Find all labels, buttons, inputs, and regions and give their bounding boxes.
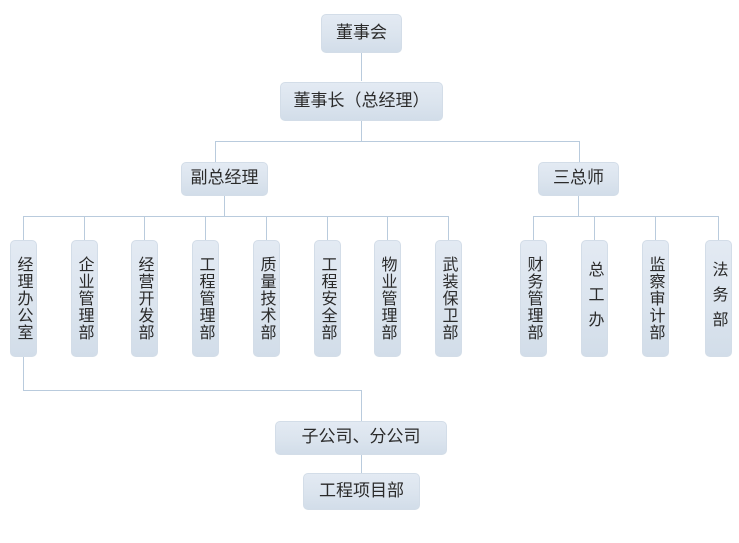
connector-dept-drop — [594, 216, 595, 240]
department-box[interactable]: 工程安全部 — [314, 240, 341, 357]
connector-dept-to-subsidiary-across — [23, 390, 361, 391]
node-chairman-label: 董事长（总经理） — [293, 90, 430, 111]
connector-to-three-chiefs — [579, 141, 580, 162]
node-subsidiaries[interactable]: 子公司、分公司 — [275, 421, 447, 455]
department-box[interactable]: 工程管理部 — [192, 240, 219, 357]
connector-level2-bar — [215, 141, 580, 142]
connector-board-to-chairman — [361, 53, 362, 81]
node-deputy-gm[interactable]: 副总经理 — [181, 162, 268, 196]
node-chairman[interactable]: 董事长（总经理） — [280, 82, 443, 121]
connector-dept-drop — [266, 216, 267, 240]
department-box[interactable]: 质量技术部 — [253, 240, 280, 357]
department-label: 经理办公室 — [14, 256, 34, 341]
connector-right-dept-bar — [533, 216, 718, 217]
node-deputy-gm-label: 副总经理 — [190, 168, 259, 189]
department-box[interactable]: 财务管理部 — [520, 240, 547, 357]
connector-subsidiary-to-project — [361, 455, 362, 473]
connector-deputy-gm-down — [224, 196, 225, 216]
department-label: 监察审计部 — [646, 256, 666, 341]
department-box[interactable]: 物业管理部 — [374, 240, 401, 357]
connector-dept-drop — [205, 216, 206, 240]
department-label: 企业管理部 — [75, 256, 95, 341]
department-box[interactable]: 总工办 — [581, 240, 608, 357]
node-three-chiefs-label: 三总师 — [553, 168, 604, 189]
node-project-dept[interactable]: 工程项目部 — [303, 473, 420, 510]
connector-dept-drop — [144, 216, 145, 240]
department-box[interactable]: 武装保卫部 — [435, 240, 462, 357]
department-box[interactable]: 经营开发部 — [131, 240, 158, 357]
connector-dept-drop — [327, 216, 328, 240]
department-box[interactable]: 监察审计部 — [642, 240, 669, 357]
department-box[interactable]: 法务部 — [705, 240, 732, 357]
department-label: 质量技术部 — [257, 256, 277, 341]
connector-dept-drop — [718, 216, 719, 240]
connector-dept-drop — [23, 216, 24, 240]
department-label: 工程管理部 — [196, 256, 216, 341]
connector-dept-to-subsidiary-down — [23, 357, 24, 390]
node-board[interactable]: 董事会 — [321, 14, 402, 53]
connector-dept-drop — [655, 216, 656, 240]
connector-dept-drop — [533, 216, 534, 240]
department-box[interactable]: 企业管理部 — [71, 240, 98, 357]
connector-chairman-down — [361, 121, 362, 141]
node-project-dept-label: 工程项目部 — [319, 480, 404, 501]
node-three-chiefs[interactable]: 三总师 — [538, 162, 619, 196]
department-label: 武装保卫部 — [439, 256, 459, 341]
department-label: 财务管理部 — [524, 256, 544, 341]
connector-left-dept-bar — [23, 216, 448, 217]
node-subsidiaries-label: 子公司、分公司 — [301, 427, 421, 448]
department-label: 物业管理部 — [378, 256, 398, 341]
connector-to-deputy-gm — [215, 141, 216, 162]
department-label: 经营开发部 — [135, 256, 155, 341]
connector-dept-drop — [387, 216, 388, 240]
department-box[interactable]: 经理办公室 — [10, 240, 37, 357]
connector-dept-drop — [448, 216, 449, 240]
department-label: 工程安全部 — [318, 256, 338, 341]
department-label: 法务部 — [709, 261, 729, 336]
connector-subsidiary-down — [361, 390, 362, 421]
node-board-label: 董事会 — [336, 22, 387, 43]
connector-dept-drop — [84, 216, 85, 240]
department-label: 总工办 — [585, 261, 605, 336]
connector-three-chiefs-down — [578, 196, 579, 216]
